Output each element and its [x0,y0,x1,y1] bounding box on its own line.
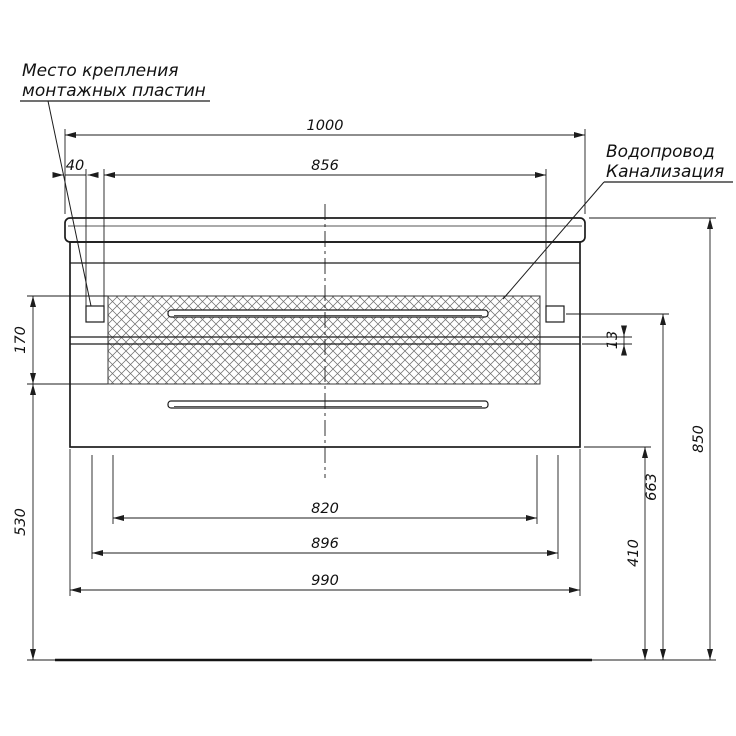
callout-plumbing-line1: Водопровод [606,142,715,162]
dim-value-plate-span: 856 [311,158,339,174]
dim-value-handle-axis-height: 663 [644,473,660,501]
dim-strip-to-floor: 530 [13,384,36,660]
mounting-plates-leader [47,100,92,307]
mounting-strip-hatch [107,295,541,385]
bottom-drawer-handle [167,400,489,409]
dim-cabinet-bottom-height: 410 [626,447,648,660]
dim-value-handle-length: 820 [311,501,339,517]
dim-value-plate-offset: 40 [66,158,84,174]
dim-countertop-width: 1000 [65,118,585,138]
dim-handle-length: 820 [113,501,537,521]
dim-overall-height: 850 [691,218,713,660]
dim-drawer-gap: 13 [605,325,627,356]
dim-value-body-width: 990 [311,573,339,589]
dim-value-countertop-width: 1000 [307,118,344,134]
dim-strip-height: 170 [13,296,36,384]
dim-drawer-front-width: 896 [92,536,558,556]
dim-handle-axis-height: 663 [644,314,666,660]
dim-body-width: 990 [70,573,580,593]
dim-plate-offset: 40 [52,158,99,178]
top-drawer-handle [167,309,489,318]
callout-plumbing-line2: Канализация [606,162,724,182]
dim-value-drawer-gap: 13 [605,331,621,349]
dim-value-strip-to-floor: 530 [13,508,29,536]
callout-plumbing: Водопровод Канализация [502,142,733,300]
cabinet-front-view [55,204,592,662]
callout-mounting-plates-line2: монтажных пластин [22,81,206,101]
mounting-plate-right [545,305,565,323]
plumbing-leader [502,181,605,300]
dim-value-drawer-front-width: 896 [311,536,339,552]
dim-value-cabinet-bottom-height: 410 [626,539,642,567]
callout-mounting-plates-line1: Место крепления [22,61,179,81]
callout-mounting-plates: Место крепления монтажных пластин [20,61,210,307]
mounting-plate-left [85,305,105,323]
extension-lines [27,129,716,661]
dim-plate-span: 856 [104,158,546,178]
dim-value-strip-height: 170 [13,326,29,354]
dim-value-overall-height: 850 [691,425,707,453]
